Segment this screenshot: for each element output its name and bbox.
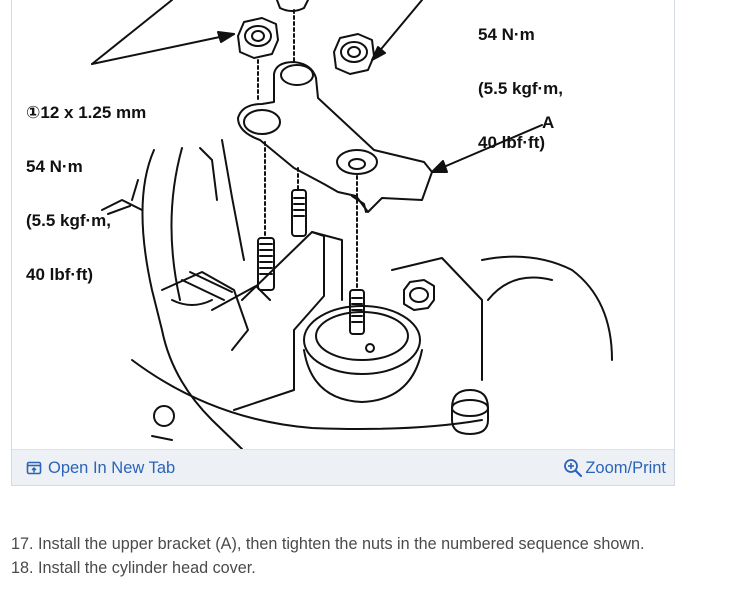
callout-line: 40 lbf·ft) <box>478 133 546 152</box>
callout-line: (5.5 kgf·m, <box>26 211 112 230</box>
callout-line: 54 N·m <box>478 25 535 44</box>
figure-toolbar: Open In New Tab Zoom/Print <box>12 449 674 485</box>
open-in-new-tab-label: Open In New Tab <box>48 458 176 477</box>
open-in-new-tab-button[interactable]: Open In New Tab <box>26 450 175 486</box>
callout-line: ①12 x 1.25 mm <box>26 103 147 122</box>
procedure-steps: 17. Install the upper bracket (A), then … <box>11 532 645 580</box>
torque-callout-top-right: 54 N·m (5.5 kgf·m, 40 lbf·ft) <box>478 0 563 188</box>
callout-line: 40 lbf·ft) <box>26 265 94 284</box>
open-in-new-tab-icon <box>26 461 42 475</box>
step-17: 17. Install the upper bracket (A), then … <box>11 535 645 553</box>
callout-line: 54 N·m <box>26 157 83 176</box>
engine-mount-line-drawing <box>91 0 613 450</box>
engine-mount-diagram: 54 N·m (5.5 kgf·m, 40 lbf·ft) ①12 x 1.25… <box>12 0 674 450</box>
zoom-print-button[interactable]: Zoom/Print <box>563 450 666 486</box>
torque-callout-left: ①12 x 1.25 mm 54 N·m (5.5 kgf·m, 40 lbf·… <box>26 68 146 320</box>
zoom-print-label: Zoom/Print <box>585 458 666 477</box>
step-18: 18. Install the cylinder head cover. <box>11 559 256 577</box>
magnifier-plus-icon <box>564 459 583 478</box>
part-a-label: A <box>542 113 555 132</box>
figure-card: 54 N·m (5.5 kgf·m, 40 lbf·ft) ①12 x 1.25… <box>11 0 675 486</box>
callout-line: (5.5 kgf·m, <box>478 79 564 98</box>
